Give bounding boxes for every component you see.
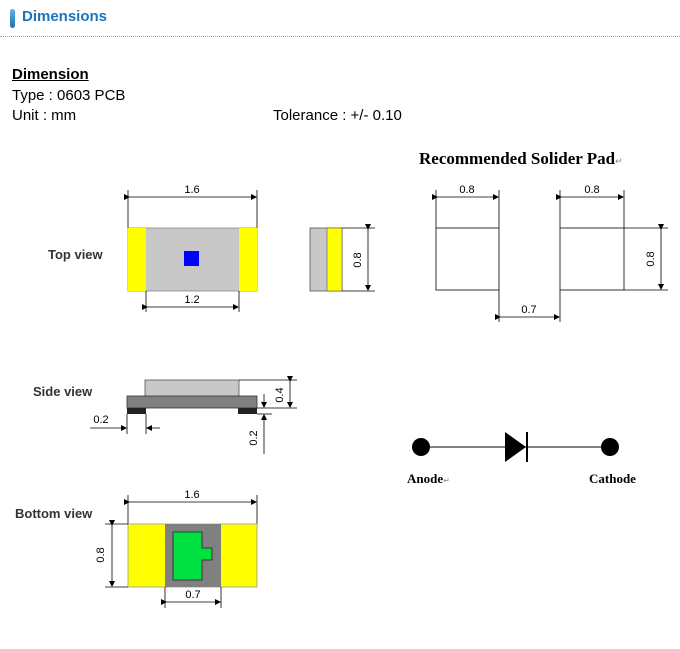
side-pad-value: 0.2: [93, 414, 108, 426]
top-left-terminal: [128, 228, 146, 291]
solder-right-width-value: 0.8: [584, 184, 599, 196]
top-length-value: 1.6: [184, 184, 199, 196]
solder-pad-title: Recommended Solider Pad↵: [419, 149, 623, 168]
solder-right-width-dimension: 0.8: [556, 184, 625, 228]
bottom-view-label: Bottom view: [15, 506, 93, 521]
end-view-height-dimension: 0.8: [342, 224, 375, 292]
bottom-pad-width-value: 0.7: [185, 589, 200, 601]
side-view-label: Side view: [33, 384, 93, 399]
top-view-label: Top view: [48, 247, 104, 262]
bottom-pad-width-dimension: 0.7: [161, 587, 222, 608]
side-base-dimension: 0.2: [248, 394, 272, 454]
top-view-chip: [127, 227, 258, 292]
bottom-length-value: 1.6: [184, 489, 199, 501]
solder-left-width-value: 0.8: [459, 184, 474, 196]
solder-gap-value: 0.7: [521, 304, 536, 316]
side-pad-dimension: 0.2: [90, 414, 160, 434]
bottom-height-value: 0.8: [95, 547, 107, 562]
led-die: [184, 251, 199, 266]
header-title: Dimensions: [22, 8, 108, 25]
bottom-height-dimension: 0.8: [95, 520, 128, 588]
bottom-pad: [172, 531, 213, 581]
top-right-terminal: [239, 228, 257, 291]
bottom-view-chip: [127, 523, 258, 588]
bottom-length-dimension: 1.6: [124, 489, 258, 524]
diode-triangle: [505, 432, 526, 462]
anode-label: Anode↵: [407, 471, 450, 486]
cathode-label: Cathode: [589, 471, 636, 486]
header-divider: [0, 36, 680, 37]
cathode-terminal: [601, 438, 619, 456]
top-view-inner-dimension: 1.2: [142, 291, 240, 312]
side-height-dimension: 0.4: [239, 376, 297, 409]
end-view-chip: [309, 227, 343, 292]
top-inner-length-value: 1.2: [184, 294, 199, 306]
diode-symbol: [412, 432, 619, 462]
unit-line: Unit : mm: [12, 107, 77, 124]
solder-height-dimension: 0.8: [624, 224, 668, 291]
dimension-heading: Dimension: [12, 66, 89, 83]
type-line: Type : 0603 PCB: [12, 87, 126, 104]
top-view-length-dimension: 1.6: [124, 184, 258, 228]
tolerance-line: Tolerance : +/- 0.10: [273, 107, 402, 124]
side-view-chip: [126, 379, 258, 414]
header-accent-bar: [10, 9, 15, 28]
solder-pad-left: [435, 227, 500, 291]
side-base-value: 0.2: [248, 430, 260, 445]
solder-pad-right: [559, 227, 625, 291]
anode-terminal: [412, 438, 430, 456]
end-height-value: 0.8: [352, 252, 364, 267]
side-height-value: 0.4: [274, 387, 286, 402]
solder-left-width-dimension: 0.8: [432, 184, 500, 228]
solder-height-value: 0.8: [645, 251, 657, 266]
section-header: Dimensions: [0, 0, 680, 37]
solder-gap-dimension: 0.7: [495, 290, 561, 322]
